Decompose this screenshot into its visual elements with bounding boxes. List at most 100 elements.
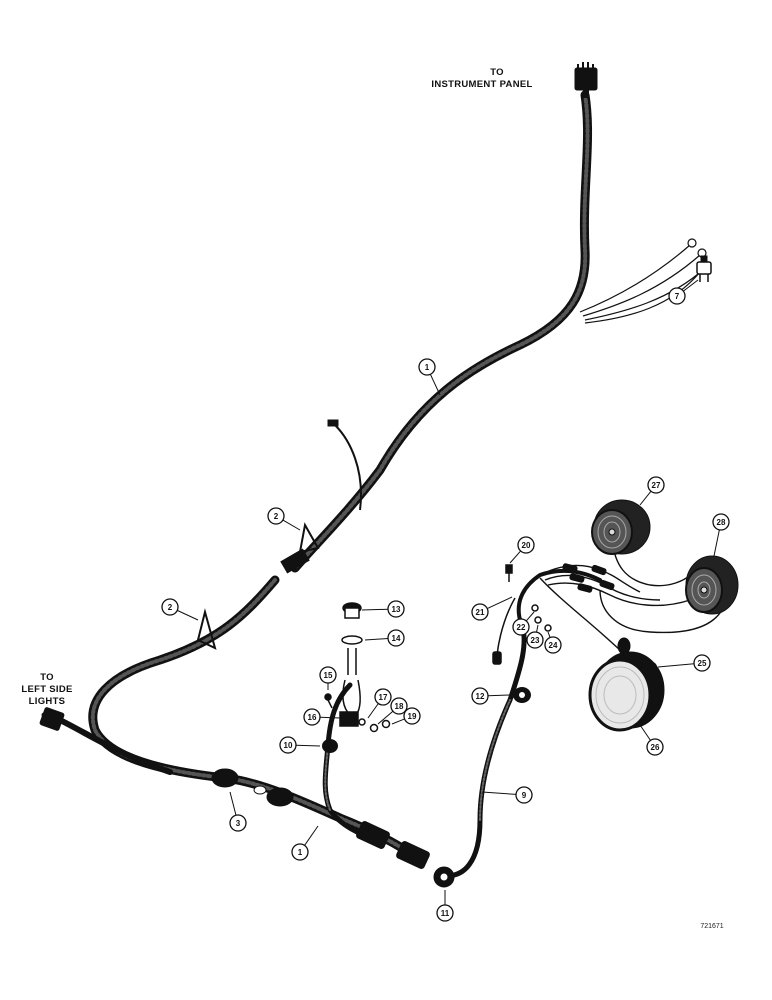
- callout-7: 7: [668, 279, 699, 305]
- lamp-27: [591, 499, 651, 555]
- callout-circle: [436, 904, 454, 922]
- callout-15: 15: [319, 666, 337, 690]
- label-to-2: TO: [40, 672, 54, 683]
- callout-24: 24: [544, 631, 562, 654]
- callout-2: 2: [267, 507, 301, 531]
- callout-11: 11: [436, 890, 454, 922]
- callout-20: 20: [509, 536, 535, 564]
- callout-leader: [525, 611, 535, 622]
- callout-circle: [515, 786, 533, 804]
- callout-25: 25: [657, 654, 711, 672]
- callout-number: 18: [395, 702, 404, 711]
- callout-leader: [509, 550, 522, 564]
- callout-leader: [713, 529, 720, 557]
- callout-leader: [481, 791, 517, 795]
- callout-19: 19: [391, 707, 421, 725]
- lamp-wires: [539, 539, 723, 656]
- callout-2: 2: [161, 598, 199, 621]
- callout-leader: [639, 490, 652, 506]
- callout-number: 7: [675, 292, 680, 301]
- callout-1: 1: [418, 358, 441, 396]
- callout-circle: [229, 814, 247, 832]
- callout-number: 24: [549, 641, 558, 650]
- callout-number: 2: [168, 603, 173, 612]
- callout-circle: [374, 688, 392, 706]
- callout-circle: [418, 358, 436, 376]
- callout-circle: [526, 631, 544, 649]
- clip-2-lower: [196, 608, 217, 650]
- callout-circle: [387, 629, 405, 647]
- callout-leader: [361, 608, 389, 611]
- callout-circle: [693, 654, 711, 672]
- clip-2-upper: [280, 522, 320, 574]
- callout-circle: [512, 618, 530, 636]
- callout-23: 23: [526, 624, 544, 649]
- callout-number: 23: [531, 636, 540, 645]
- callout-number: 9: [522, 791, 527, 800]
- callout-number: 11: [441, 909, 450, 918]
- switch-wires: [579, 238, 707, 324]
- callout-number: 21: [476, 608, 485, 617]
- callout-circle: [403, 707, 421, 725]
- callout-number: 15: [324, 671, 333, 680]
- callout-9: 9: [481, 786, 533, 804]
- callout-circle: [647, 476, 665, 494]
- callout-circle: [161, 598, 179, 616]
- callout-leader: [319, 716, 341, 719]
- callout-number: 1: [298, 848, 303, 857]
- dangling-wire: [327, 419, 362, 511]
- callout-circle: [291, 843, 309, 861]
- callout-number: 12: [476, 692, 485, 701]
- label-to-1: TO: [490, 67, 504, 78]
- callout-14: 14: [364, 629, 405, 647]
- callout-leader: [487, 694, 511, 697]
- callout-leader: [391, 718, 405, 725]
- callout-circle: [668, 287, 686, 305]
- grommet-12: [513, 687, 531, 703]
- callout-circle: [390, 697, 408, 715]
- callout-number: 25: [698, 659, 707, 668]
- switch-7: [696, 255, 712, 282]
- callout-circle: [279, 736, 297, 754]
- socket-assembly: [324, 602, 391, 733]
- callout-leader: [364, 638, 389, 641]
- callout-26: 26: [639, 724, 664, 756]
- callout-circle: [712, 513, 730, 531]
- grommet-10: [322, 739, 338, 753]
- instrument-panel-connector: [574, 62, 598, 98]
- callout-circle: [544, 636, 562, 654]
- label-left-side: LEFT SIDE: [21, 684, 72, 695]
- callout-circle: [387, 600, 405, 618]
- callout-10: 10: [279, 736, 321, 754]
- callout-leader: [536, 624, 539, 633]
- callout-number: 26: [651, 743, 660, 752]
- grommets-3: [211, 768, 294, 807]
- callout-leader: [304, 825, 319, 846]
- callout-number: 14: [392, 634, 401, 643]
- callout-leader: [657, 663, 695, 668]
- callout-number: 19: [408, 712, 417, 721]
- callout-circle: [471, 687, 489, 705]
- callout-circle: [471, 603, 489, 621]
- callout-leader: [295, 744, 321, 747]
- callout-circle: [646, 738, 664, 756]
- callout-circle: [319, 666, 337, 684]
- callout-leader: [429, 374, 441, 396]
- callout-number: 2: [274, 512, 279, 521]
- callout-18: 18: [377, 697, 408, 725]
- callout-17: 17: [367, 688, 392, 719]
- callout-22: 22: [512, 611, 535, 636]
- callout-number: 1: [425, 363, 430, 372]
- callout-number: 3: [236, 819, 241, 828]
- bullet-connectors: [562, 563, 631, 655]
- callout-leader: [282, 519, 301, 531]
- figure-id: 721671: [700, 923, 723, 930]
- callout-circle: [303, 708, 321, 726]
- small-parts-20-24: [492, 564, 552, 665]
- lamp-26: [588, 651, 665, 732]
- callout-13: 13: [361, 600, 405, 618]
- callout-leader: [547, 631, 551, 638]
- callout-number: 13: [392, 605, 401, 614]
- callout-12: 12: [471, 687, 511, 705]
